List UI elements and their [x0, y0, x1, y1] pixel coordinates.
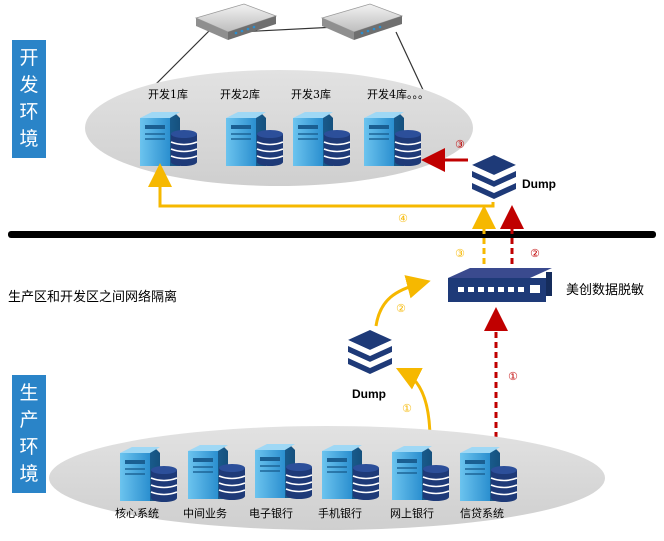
dev-db-label: 开发3库	[291, 87, 331, 101]
database-icon	[490, 465, 518, 503]
database-icon	[352, 463, 380, 501]
step-number: ②	[530, 247, 540, 260]
switch-link	[147, 29, 211, 93]
isolation-text: 生产区和开发区之间网络隔离	[8, 289, 177, 305]
database-icon	[285, 462, 313, 500]
database-icon	[422, 464, 450, 502]
step-number: ①	[402, 402, 412, 415]
switch-link	[395, 31, 425, 93]
prod-system-label: 中间业务	[183, 507, 227, 520]
dump-label: Dump	[352, 387, 386, 401]
database-icon	[323, 129, 351, 167]
dev-environment-label: 开发环境	[12, 40, 46, 158]
desensitization-label: 美创数据脱敏	[566, 283, 644, 298]
dump-layers-icon	[348, 330, 392, 374]
desensitization-appliance-icon	[448, 268, 552, 302]
flow-arrow-yellow	[395, 367, 432, 441]
prod-environment-label: 生产环境	[12, 375, 46, 493]
flow-arrow-yellow	[374, 275, 431, 327]
network-switch-icon	[321, 3, 403, 41]
database-icon	[394, 129, 422, 167]
flow-arrow-yellow	[148, 163, 495, 208]
database-icon	[218, 463, 246, 501]
database-icon	[150, 465, 178, 503]
prod-system-label: 手机银行	[318, 506, 362, 520]
step-number: ②	[396, 302, 406, 315]
prod-system-label: 信贷系统	[460, 506, 504, 520]
dev-db-label: 开发1库	[148, 87, 188, 101]
dev-db-label: 开发4库。。。	[367, 87, 429, 101]
dev-db-label: 开发2库	[220, 87, 260, 101]
prod-system-label: 核心系统	[115, 506, 159, 520]
database-icon	[256, 129, 284, 167]
step-number: ④	[398, 212, 408, 225]
step-number: ①	[508, 370, 518, 383]
step-number: ③	[455, 247, 465, 260]
prod-system-label: 网上银行	[390, 506, 434, 520]
network-isolation-bar	[8, 231, 656, 238]
network-switch-icon	[195, 3, 277, 41]
dump-layers-icon	[472, 155, 516, 199]
step-number: ③	[455, 138, 465, 151]
prod-system-label: 电子银行	[249, 506, 293, 520]
database-icon	[170, 129, 198, 167]
dump-label: Dump	[522, 177, 556, 191]
